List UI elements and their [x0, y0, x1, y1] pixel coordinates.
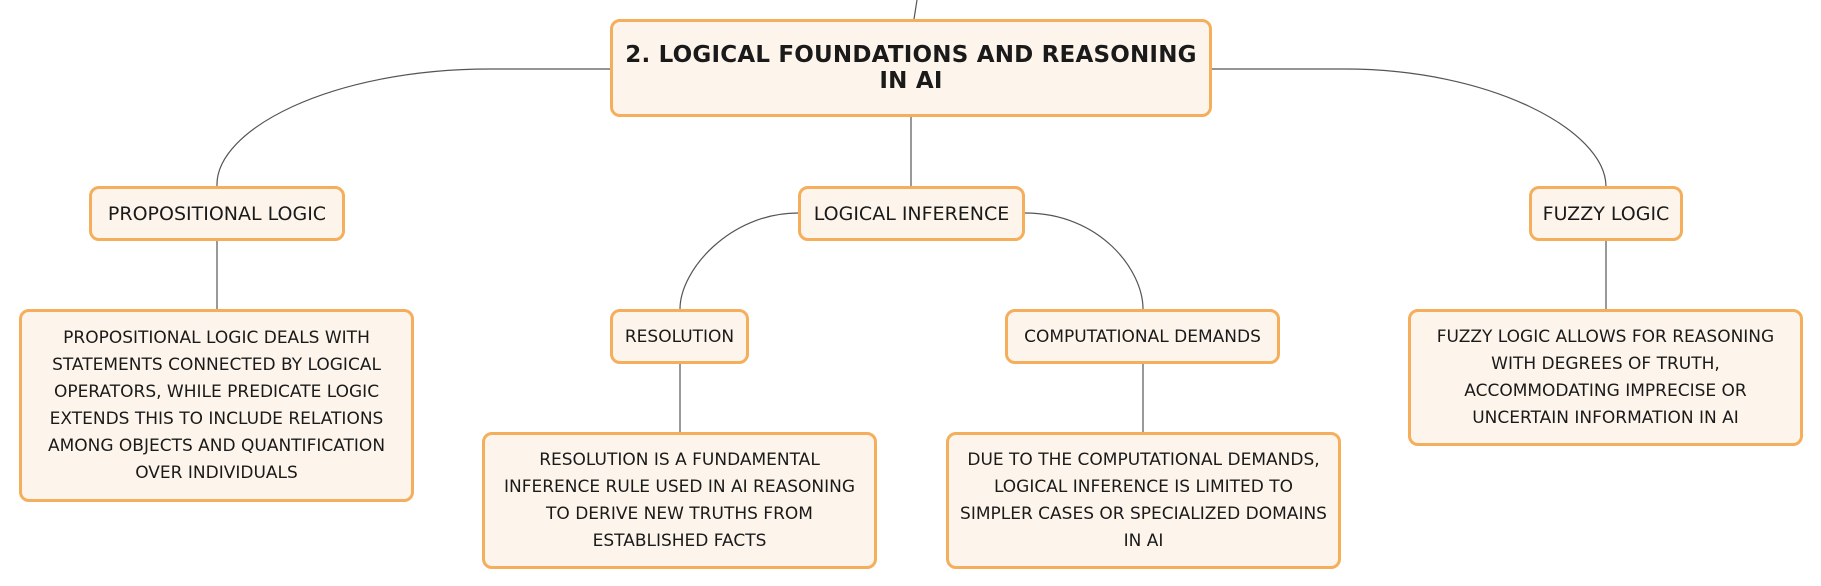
resolution-label: RESOLUTION: [624, 326, 735, 347]
root-node-label: 2. LOGICAL FOUNDATIONS AND REASONING IN …: [625, 42, 1197, 94]
computational-demands-description: DUE TO THE COMPUTATIONAL DEMANDS, LOGICA…: [960, 449, 1327, 551]
connector-logical-inference-to-computational-demands: [1024, 212, 1144, 310]
connector-root-to-fuzzy-logic: [1212, 68, 1607, 187]
connector-root-incoming: [913, 0, 918, 20]
connector-root-to-propositional-logic: [216, 68, 610, 187]
resolution-description-node[interactable]: RESOLUTION IS A FUNDAMENTAL INFERENCE RU…: [482, 432, 877, 569]
computational-demands-node[interactable]: COMPUTATIONAL DEMANDS: [1005, 309, 1280, 364]
fuzzy-logic-description: FUZZY LOGIC ALLOWS FOR REASONING WITH DE…: [1436, 326, 1775, 428]
propositional-logic-label: PROPOSITIONAL LOGIC: [107, 202, 327, 225]
propositional-logic-description: PROPOSITIONAL LOGIC DEALS WITH STATEMENT…: [47, 327, 386, 483]
root-node[interactable]: 2. LOGICAL FOUNDATIONS AND REASONING IN …: [610, 19, 1212, 117]
fuzzy-logic-label: FUZZY LOGIC: [1542, 202, 1670, 225]
propositional-logic-node[interactable]: PROPOSITIONAL LOGIC: [89, 186, 345, 241]
fuzzy-logic-node[interactable]: FUZZY LOGIC: [1529, 186, 1683, 241]
fuzzy-logic-description-node[interactable]: FUZZY LOGIC ALLOWS FOR REASONING WITH DE…: [1408, 309, 1803, 446]
resolution-node[interactable]: RESOLUTION: [610, 309, 749, 364]
resolution-description: RESOLUTION IS A FUNDAMENTAL INFERENCE RU…: [503, 449, 856, 551]
logical-inference-label: LOGICAL INFERENCE: [813, 202, 1010, 225]
computational-demands-label: COMPUTATIONAL DEMANDS: [1024, 326, 1261, 347]
propositional-logic-description-node[interactable]: PROPOSITIONAL LOGIC DEALS WITH STATEMENT…: [19, 309, 414, 502]
computational-demands-description-node[interactable]: DUE TO THE COMPUTATIONAL DEMANDS, LOGICA…: [946, 432, 1341, 569]
logical-inference-node[interactable]: LOGICAL INFERENCE: [798, 186, 1025, 241]
connector-logical-inference-to-resolution: [679, 212, 799, 310]
